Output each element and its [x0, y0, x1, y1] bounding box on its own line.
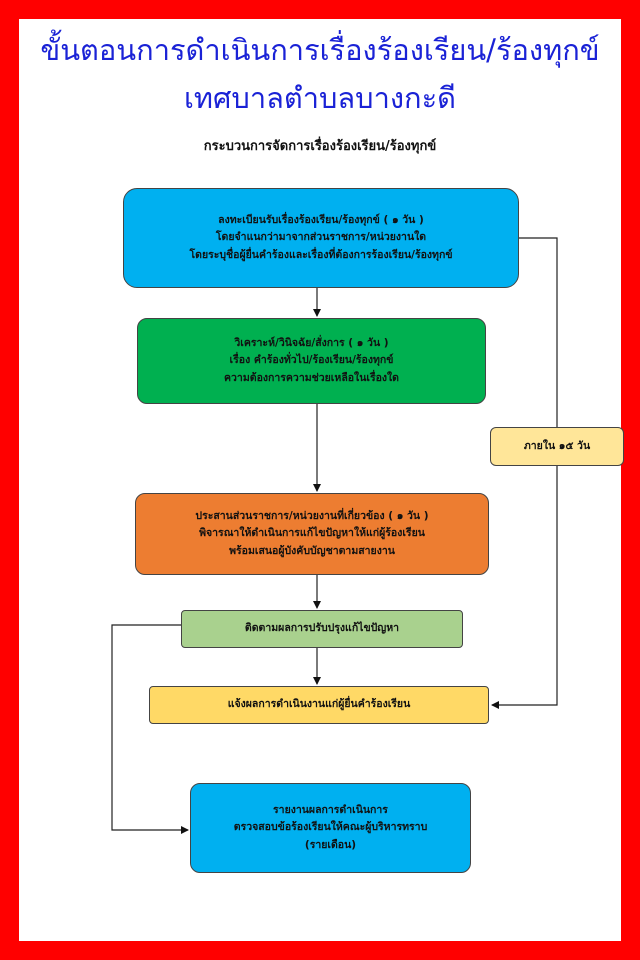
step-follow-up: ติดตามผลการปรับปรุงแก้ไขปัญหา [181, 610, 463, 648]
step-coordinate-line: พร้อมเสนอผู้บังคับบัญชาตามสายงาน [229, 544, 395, 557]
step-coordinate-line: ประสานส่วนราชการ/หน่วยงานที่เกี่ยวข้อง (… [195, 510, 429, 523]
step-register-line: โดยระบุชื่อผู้ยื่นคำร้องและเรื่องที่ต้อง… [189, 248, 453, 261]
step-analyze-line: เรื่อง คำร้องทั่วไป/ร้องเรียน/ร้องทุกข์ [229, 354, 394, 367]
arrow-register-to-notify [491, 237, 558, 709]
step-notify-text: แจ้งผลการดำเนินงานแก่ผู้ยื่นคำร้องเรียน [227, 698, 411, 711]
step-notify-complainant: แจ้งผลการดำเนินงานแก่ผู้ยื่นคำร้องเรียน [149, 686, 489, 724]
step-coordinate-agencies: ประสานส่วนราชการ/หน่วยงานที่เกี่ยวข้อง (… [135, 493, 489, 575]
step-register-complaint: ลงทะเบียนรับเรื่องร้องเรียน/ร้องทุกข์ ( … [123, 188, 519, 288]
page-title: ขั้นตอนการดำเนินการเรื่องร้องเรียน/ร้องท… [40, 33, 600, 67]
step-analyze-line: วิเคราะห์/วินิจฉัย/สั่งการ ( ๑ วัน ) [234, 337, 389, 350]
step-coordinate-line: พิจารณาให้ดำเนินการแก้ไขปัญหาให้แก่ผู้ร้… [199, 527, 425, 540]
step-report-results: รายงานผลการดำเนินการ ตรวจสอบข้อร้องเรียน… [190, 783, 471, 873]
step-follow-up-text: ติดตามผลการปรับปรุงแก้ไขปัญหา [244, 622, 400, 635]
time-limit-text: ภายใน ๑๕ วัน [523, 439, 591, 452]
step-register-line: โดยจำแนกว่ามาจากส่วนราชการ/หน่วยงานใด [215, 231, 427, 244]
step-analyze-line: ความต้องการความช่วยเหลือในเรื่องใด [224, 371, 399, 384]
connector-lines [111, 237, 558, 834]
step-report-line: (รายเดือน) [304, 838, 357, 851]
step-report-line: ตรวจสอบข้อร้องเรียนให้คณะผู้บริหารทราบ [233, 821, 428, 834]
step-register-line: ลงทะเบียนรับเรื่องร้องเรียน/ร้องทุกข์ ( … [218, 214, 424, 227]
diagram-subtitle: กระบวนการจัดการเรื่องร้องเรียน/ร้องทุกข์ [203, 139, 437, 154]
step-analyze-decide: วิเคราะห์/วินิจฉัย/สั่งการ ( ๑ วัน ) เรื… [137, 318, 486, 404]
page-title-organization: เทศบาลตำบลบางกะดี [183, 81, 457, 115]
diagram-canvas: ขั้นตอนการดำเนินการเรื่องร้องเรียน/ร้องท… [19, 19, 624, 941]
arrow-followup-to-report [111, 624, 189, 834]
time-limit-label: ภายใน ๑๕ วัน [490, 427, 624, 466]
step-report-line: รายงานผลการดำเนินการ [273, 804, 388, 817]
